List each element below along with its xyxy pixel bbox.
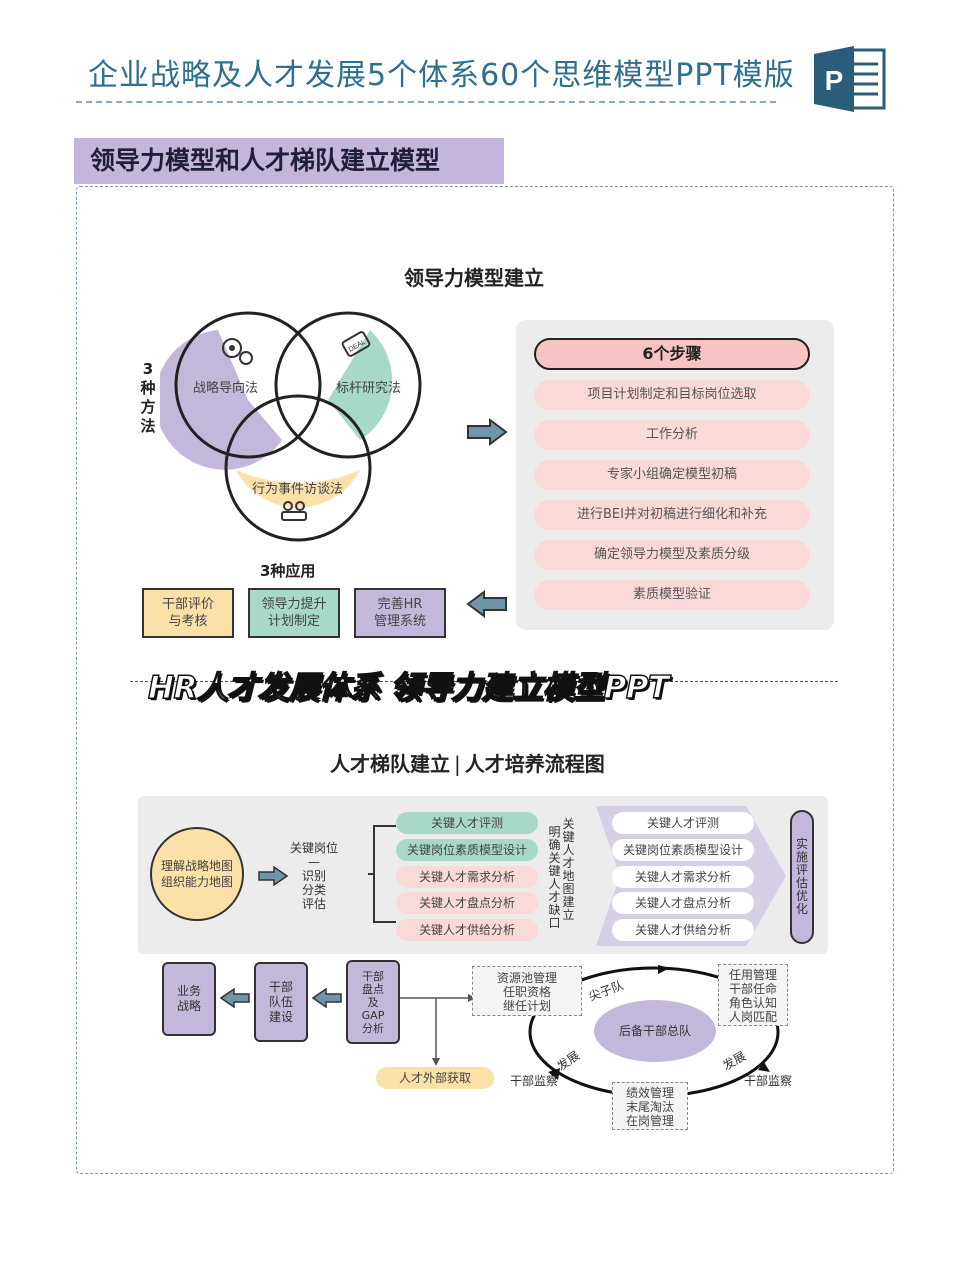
- key-position-block: 关键岗位 — 识别 分类 评估: [289, 841, 338, 911]
- middle-item: 关键人才供给分析: [396, 919, 538, 941]
- leadership-title: 领导力模型建立: [404, 266, 544, 290]
- method-benchmark: 标杆研究法: [336, 381, 402, 396]
- right-item: 关键岗位素质模型设计: [612, 839, 754, 861]
- appointment-box: 任用管理 干部任命 角色认知 人岗匹配: [718, 964, 788, 1026]
- implement-box: 实施评估优化: [790, 810, 814, 944]
- vertical-text-map: 关键人才地图建立: [562, 817, 575, 922]
- business-strategy-box: 业务 战略: [162, 962, 216, 1036]
- performance-box: 绩效管理 末尾淘汰 在岗管理: [612, 1082, 688, 1130]
- section-title: 领导力模型和人才梯队建立模型: [74, 138, 504, 184]
- arrow-left-icon: [219, 987, 250, 1012]
- label-monitor-left: 干部监察: [510, 1074, 559, 1088]
- banner-divider: [130, 681, 838, 682]
- step-item: 工作分析: [534, 420, 810, 450]
- title-divider: [76, 101, 776, 103]
- strategy-map-oval: 理解战略地图 组织能力地图: [150, 827, 244, 921]
- label-monitor-right: 干部监察: [744, 1074, 793, 1088]
- application-leadership-plan: 领导力提升 计划制定: [248, 588, 340, 638]
- content-panel: [76, 186, 894, 1174]
- right-item: 关键人才需求分析: [612, 866, 754, 888]
- application-hr-system: 完善HR 管理系统: [354, 588, 446, 638]
- external-acquisition: 人才外部获取: [376, 1067, 494, 1089]
- step-item: 确定领导力模型及素质分级: [534, 540, 810, 570]
- arrow-right-icon: [258, 865, 289, 890]
- middle-item: 关键岗位素质模型设计: [396, 839, 538, 861]
- method-bei: 行为事件访谈法: [252, 482, 344, 497]
- steps-title: 6个步骤: [534, 338, 810, 370]
- method-strategy: 战略导向法: [193, 381, 259, 396]
- middle-item: 关键人才评测: [396, 812, 538, 834]
- gears-icon: [222, 338, 253, 365]
- right-item: 关键人才供给分析: [612, 919, 754, 941]
- arrow-left-icon: [311, 987, 342, 1012]
- powerpoint-icon: P: [812, 44, 886, 114]
- middle-item: 关键人才需求分析: [396, 866, 538, 888]
- app-icon-letter: P: [825, 65, 844, 96]
- venn-diagram: DEAL: [154, 300, 440, 550]
- banner-text: HR人才发展体系 领导力建立模型PPT: [147, 669, 670, 706]
- arrow-right-icon: [466, 418, 508, 450]
- applications-title: 3种应用: [260, 562, 316, 580]
- talent-title: 人才梯队建立|人才培养流程图: [330, 752, 605, 776]
- application-cadre-evaluation: 干部评价 与考核: [142, 588, 234, 638]
- right-item: 关键人才评测: [612, 812, 754, 834]
- gap-analysis-box: 干部 盘点 及 GAP 分析: [346, 960, 400, 1044]
- reserve-cadre-center: 后备干部总队: [594, 1000, 716, 1062]
- page-title: 企业战略及人才发展5个体系60个思维模型PPT模版: [88, 58, 795, 93]
- cadre-team-box: 干部 队伍 建设: [254, 962, 308, 1042]
- step-item: 进行BEI并对初稿进行细化和补充: [534, 500, 810, 530]
- connector-lines: [400, 990, 480, 1074]
- meeting-icon: [281, 501, 307, 521]
- right-item: 关键人才盘点分析: [612, 892, 754, 914]
- arrow-left-icon: [466, 590, 508, 622]
- middle-item: 关键人才盘点分析: [396, 892, 538, 914]
- step-item: 专家小组确定模型初稿: [534, 460, 810, 490]
- bracket-connector: [368, 822, 398, 930]
- resource-pool-box: 资源池管理 任职资格 继任计划: [472, 966, 582, 1016]
- step-item: 素质模型验证: [534, 580, 810, 610]
- vertical-text-gap: 明确关键人才缺口: [548, 825, 561, 930]
- step-item: 项目计划制定和目标岗位选取: [534, 380, 810, 410]
- methods-label: 3种方法: [140, 360, 156, 435]
